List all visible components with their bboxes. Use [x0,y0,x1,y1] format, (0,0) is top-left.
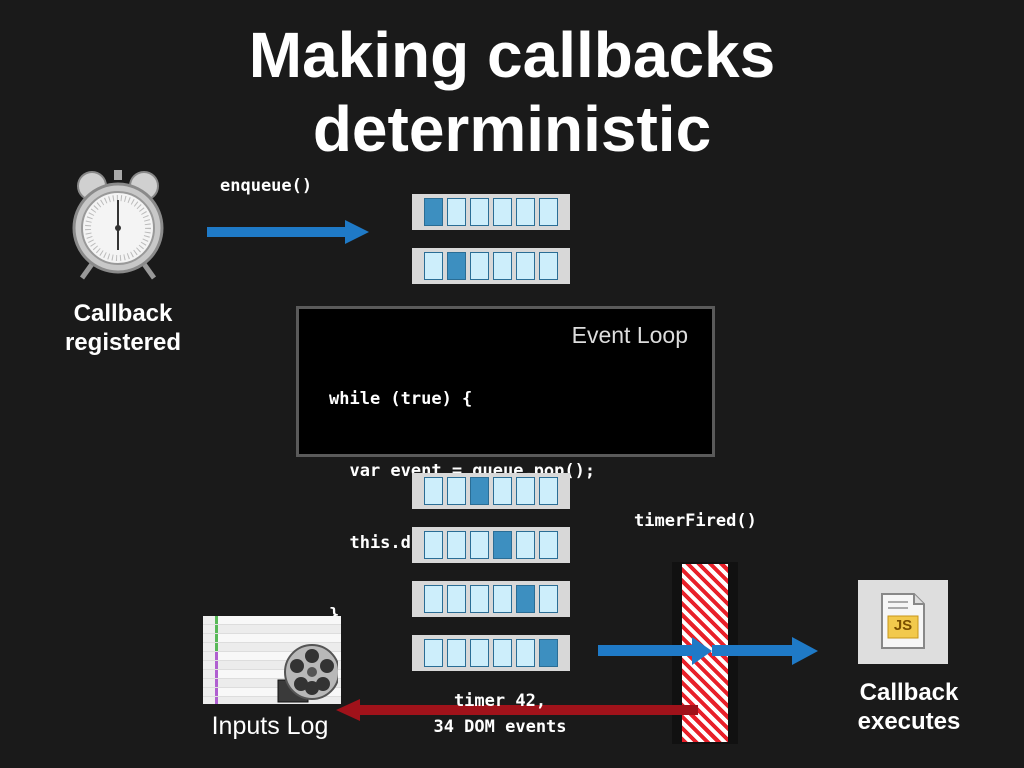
queue-slot [470,198,489,226]
event-loop-box: Event Loop while (true) { var event = qu… [296,306,715,625]
callback-registered-line-2: registered [64,329,182,356]
callback-executes-label: Callback executes [832,678,986,736]
queue-slot [424,477,443,505]
queue-slot [539,198,558,226]
queue-slot [493,252,512,280]
event-loop-title: Event Loop [571,322,688,348]
timer-events-label: timer 42, 34 DOM events [400,688,600,740]
queue-slot [424,531,443,559]
dispatch-arrow [598,637,818,665]
timer-events-line-2: 34 DOM events [433,717,567,737]
code-line: } [329,605,340,625]
queue-slot [424,585,443,613]
queue-slot [516,531,535,559]
queue-slot [539,639,558,667]
queue-slot [539,585,558,613]
code-line: while (true) { [329,389,473,409]
queue-slot [424,639,443,667]
timer-fired-label: timerFired() [634,511,757,531]
queue-slot [470,252,489,280]
queue-slot [539,477,558,505]
queue-slot [447,531,466,559]
queue-slot [447,639,466,667]
queue-slot [470,639,489,667]
queue-slot [493,585,512,613]
queue-slot [516,252,535,280]
queue-bottom-3 [412,581,570,617]
slide-title: Making callbacks deterministic [0,18,1024,166]
title-line-2: deterministic [312,93,712,165]
film-reel-icon [277,644,338,703]
queue-slot [447,252,466,280]
callback-registered-label: Callback registered [46,299,200,357]
queue-top-2 [412,248,570,284]
js-file-thumbnail: JS [858,580,948,664]
record-arrow [336,699,698,721]
callback-registered-line-1: Callback [73,300,173,327]
queue-slot [539,531,558,559]
title-line-1: Making callbacks [248,19,776,91]
queue-slot [470,585,489,613]
queue-slot [470,531,489,559]
queue-slot [516,639,535,667]
queue-slot [493,198,512,226]
timer-events-line-1: timer 42, [453,691,547,711]
js-badge: JS [893,617,913,634]
alarm-clock-icon [72,170,164,280]
queue-slot [447,477,466,505]
queue-bottom-4 [412,635,570,671]
queue-slot [447,585,466,613]
queue-slot [493,531,512,559]
enqueue-arrow [207,220,369,244]
queue-bottom-1 [412,473,570,509]
queue-slot [424,198,443,226]
queue-slot [447,198,466,226]
queue-slot [539,252,558,280]
callback-executes-line-2: executes [857,708,961,735]
callback-executes-line-1: Callback [859,679,959,706]
queue-top-1 [412,194,570,230]
enqueue-label: enqueue() [220,176,313,196]
queue-slot [493,639,512,667]
queue-slot [470,477,489,505]
inputs-log-label: Inputs Log [211,712,329,740]
queue-bottom-2 [412,527,570,563]
queue-slot [516,198,535,226]
queue-slot [516,477,535,505]
queue-slot [424,252,443,280]
queue-slot [516,585,535,613]
queue-slot [493,477,512,505]
js-file-icon [881,593,925,649]
